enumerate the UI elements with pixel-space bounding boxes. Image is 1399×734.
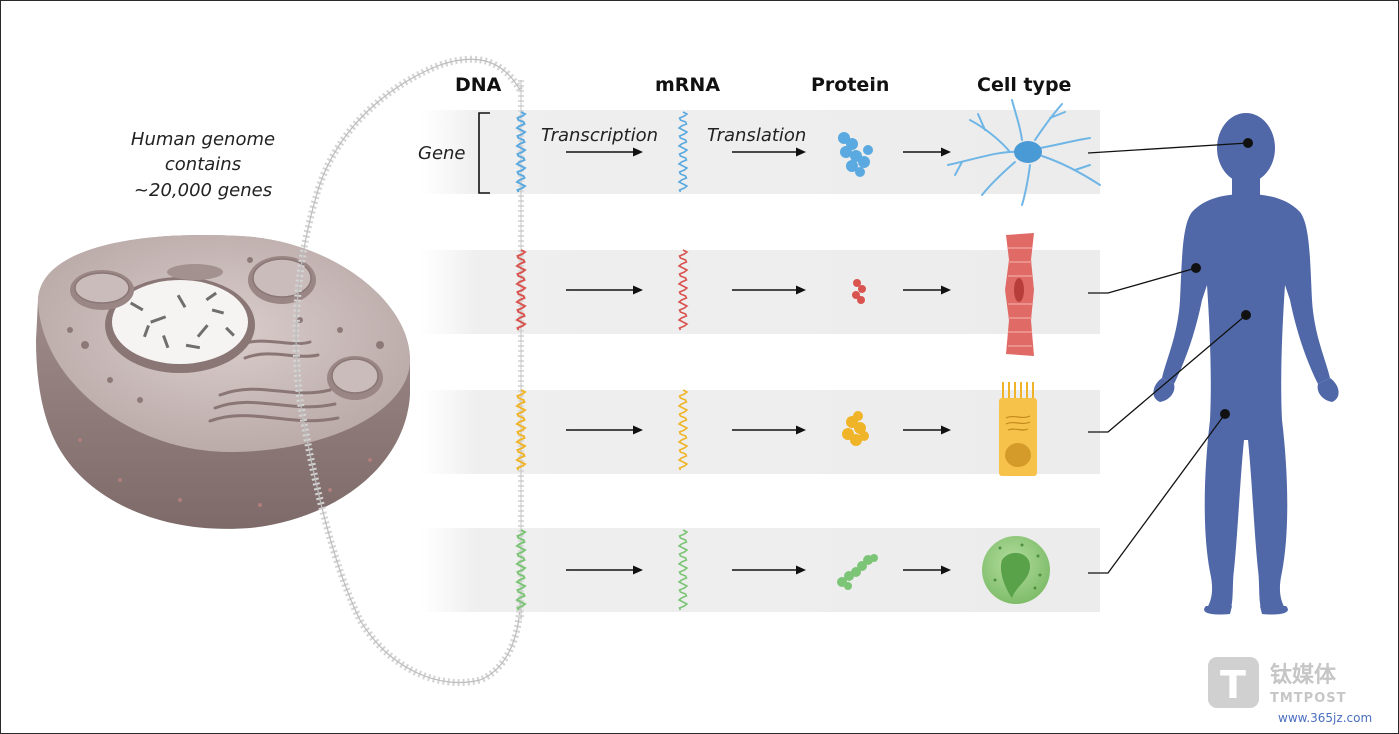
watermark-chinese: 钛媒体 xyxy=(1270,662,1337,688)
header-cell-type: Cell type xyxy=(977,74,1071,96)
leader-lines xyxy=(1087,138,1253,574)
row-band-3 xyxy=(420,390,1100,474)
genome-label-line3: ~20,000 genes xyxy=(134,180,272,201)
expression-arrow-epithelial-cell xyxy=(903,425,951,435)
row-band-2 xyxy=(420,250,1100,334)
watermark: T 钛媒体 TMTPOST www.365jz.com xyxy=(1208,657,1372,725)
process-arrows xyxy=(566,147,951,575)
transcription-arrow-neuron xyxy=(566,147,643,157)
dna-segment-white-blood-cell xyxy=(515,529,527,611)
body-dot-abdomen xyxy=(1241,310,1251,320)
white-blood-cell-icon xyxy=(982,536,1050,604)
leader-line-epithelial xyxy=(1088,314,1247,433)
protein-red-icon xyxy=(852,279,866,304)
translation-arrow-muscle-cell xyxy=(732,285,806,295)
leader-line-muscle xyxy=(1088,267,1197,294)
wave-strands xyxy=(515,111,689,611)
transcription-arrow-white-blood-cell xyxy=(566,565,643,575)
genome-label-line2: contains xyxy=(165,154,241,175)
leader-line-neuron xyxy=(1087,142,1249,154)
dna-segment-muscle-cell xyxy=(515,249,527,331)
dna-segment-epithelial-cell xyxy=(515,389,527,471)
watermark-logo xyxy=(1208,657,1259,708)
mrna-strand-epithelial-cell xyxy=(677,389,689,471)
cell-icon xyxy=(36,234,410,529)
transcription-arrow-epithelial-cell xyxy=(566,425,643,435)
neuron-body xyxy=(1014,141,1042,163)
protein-blue-icon xyxy=(838,132,873,177)
watermark-url: www.365jz.com xyxy=(1278,711,1372,725)
mrna-strand-neuron xyxy=(677,111,689,193)
protein-green-icon xyxy=(837,554,878,590)
translation-arrow-neuron xyxy=(732,147,806,157)
header-protein: Protein xyxy=(811,74,889,96)
muscle-cell-icon xyxy=(1005,233,1034,356)
body-dot-leg xyxy=(1220,409,1230,419)
dna-segment-neuron xyxy=(515,111,527,193)
translation-arrow-white-blood-cell xyxy=(732,565,806,575)
human-body-icon xyxy=(1153,113,1339,615)
protein-yellow-icon xyxy=(842,411,869,446)
expression-arrow-muscle-cell xyxy=(903,285,951,295)
body-dot-head xyxy=(1243,138,1253,148)
body-dot-arm xyxy=(1191,263,1201,273)
translation-arrow-epithelial-cell xyxy=(732,425,806,435)
expression-arrow-neuron xyxy=(903,147,951,157)
watermark-mark: T xyxy=(1220,663,1246,707)
expression-arrow-white-blood-cell xyxy=(903,565,951,575)
gene-label: Gene xyxy=(418,143,466,164)
transcription-label: Transcription xyxy=(541,125,658,146)
epithelial-cell-icon xyxy=(999,382,1037,476)
translation-label: Translation xyxy=(707,125,806,146)
leader-line-blood xyxy=(1088,413,1226,574)
gene-bracket xyxy=(478,112,490,194)
header-dna: DNA xyxy=(455,74,502,96)
watermark-english: TMTPOST xyxy=(1270,691,1346,706)
mrna-strand-muscle-cell xyxy=(677,249,689,331)
genome-label-line1: Human genome xyxy=(131,129,275,150)
header-mrna: mRNA xyxy=(655,74,720,96)
transcription-arrow-muscle-cell xyxy=(566,285,643,295)
mrna-strand-white-blood-cell xyxy=(677,529,689,611)
